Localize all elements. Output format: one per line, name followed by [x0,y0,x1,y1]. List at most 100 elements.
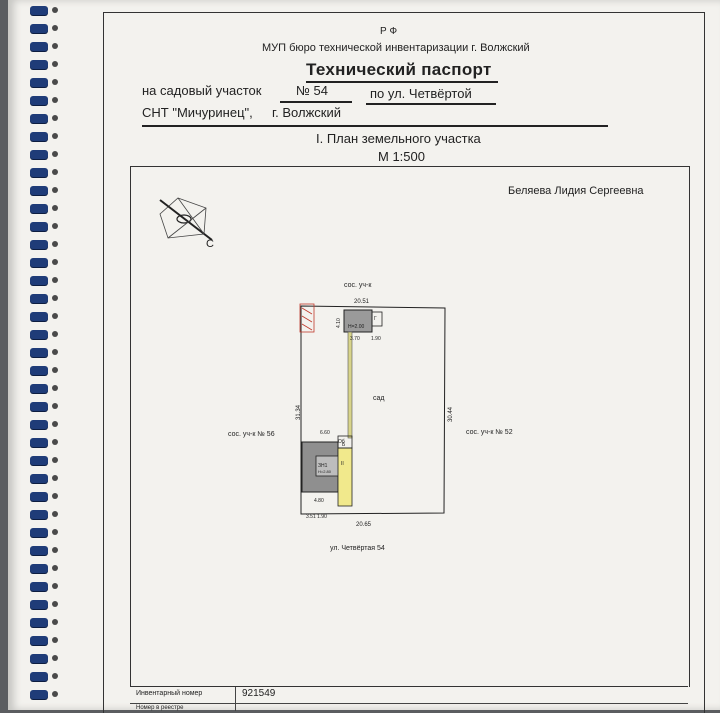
inventory-value: 921549 [242,688,276,699]
binding-coil [30,510,48,519]
binding-hole [52,367,58,373]
binding-hole [52,331,58,337]
garden-path [347,331,353,439]
plot-number-underline [280,101,352,103]
binding-coil [30,42,48,51]
binding-coil [30,294,48,303]
section-title: I. План земельного участка [316,131,481,146]
binding-hole [52,151,58,157]
binding-coil [30,456,48,465]
binding-hole [52,313,58,319]
binding-hole [52,187,58,193]
binding-coil [30,186,48,195]
binding-hole [52,421,58,427]
title-underline [306,81,498,83]
east-neighbor-label: сос. уч-к № 52 [466,429,513,436]
binding-hole [52,691,58,697]
binding-coil [30,312,48,321]
binding-coil [30,582,48,591]
binding-hole [52,493,58,499]
document-frame [103,12,705,713]
dim-top: 20.51 [354,299,370,305]
binding-coil [30,276,48,285]
binding-hole [52,169,58,175]
dim-shed-bottom: 3.70 [350,336,360,342]
dim-house-width: 6.60 [320,430,330,436]
binding-coil [30,402,48,411]
binding-coil [30,6,48,15]
binding-coil [30,168,48,177]
house-label-1: ЗН1 [318,463,328,469]
binding-hole [52,25,58,31]
binding-coil [30,474,48,483]
binding-hole [52,673,58,679]
binding-hole [52,241,58,247]
document-title: Технический паспорт [306,60,492,79]
binding-coil [30,204,48,213]
binding-hole [52,97,58,103]
plot-number: № 54 [296,83,329,98]
binding-coil [30,96,48,105]
binding-coil [30,348,48,357]
binding-coil [30,132,48,141]
street-name: по ул. Четвёртой [370,86,472,101]
inventory-row [130,687,688,704]
street-label: ул. Четвёртая 54 [330,545,385,552]
house-label-2: Н=2.80 [318,469,332,474]
binding-hole [52,115,58,121]
mark-ob: Об [338,439,345,445]
binding-coil [30,420,48,429]
street-underline [366,103,496,105]
mark-g: Г [374,316,377,322]
binding-coil [30,150,48,159]
city-name: г. Волжский [272,105,341,120]
binding-hole [52,565,58,571]
binding-coil [30,384,48,393]
binding-hole [52,295,58,301]
dim-shed-label: Н=2.00 [348,324,364,330]
organization-name: МУП бюро технической инвентаризации г. В… [262,42,530,54]
binding-hole [52,223,58,229]
plot-prefix: на садовый участок [142,83,262,98]
garden-label: сад [373,395,384,402]
binding-hole [52,259,58,265]
dim-house-bottom: 4.80 [314,498,324,504]
binding-hole [52,205,58,211]
country-label: Р Ф [380,26,398,37]
west-neighbor-label: сос. уч-к № 56 [228,431,275,438]
binding-coil [30,654,48,663]
binding-hole [52,475,58,481]
inventory-label: Инвентарный номер [136,690,203,697]
dim-bottom-small: 3.51 1.90 [306,514,327,520]
inventory-table: Инвентарный номер 921549 Номер в реестре [130,686,688,711]
binding-hole [52,61,58,67]
plot-boundary [300,305,446,515]
dim-left: 31.34 [296,404,302,420]
binding-coil [30,258,48,267]
north-neighbor-label: сос. уч-к [344,282,372,289]
binding-coil [30,222,48,231]
section-scale: М 1:500 [378,149,425,164]
binding-coil [30,60,48,69]
fence-mark [299,303,315,333]
mark-ii: II [341,461,344,467]
plan-frame [130,166,690,687]
house-veranda [337,447,353,507]
binding-hole [52,439,58,445]
north-letter: С [206,238,214,250]
binding-coil [30,78,48,87]
binding-hole [52,43,58,49]
dim-shed-bottom2: 1.90 [371,336,381,342]
binding-coil [30,492,48,501]
binding-hole [52,547,58,553]
binding-hole [52,529,58,535]
binding-coil [30,330,48,339]
binding-coil [30,24,48,33]
binding-hole [52,385,58,391]
binding-coil [30,672,48,681]
binding-coil [30,546,48,555]
binding-coil [30,528,48,537]
dim-bottom: 20.65 [356,522,372,528]
binding-hole [52,403,58,409]
porch [337,435,353,449]
